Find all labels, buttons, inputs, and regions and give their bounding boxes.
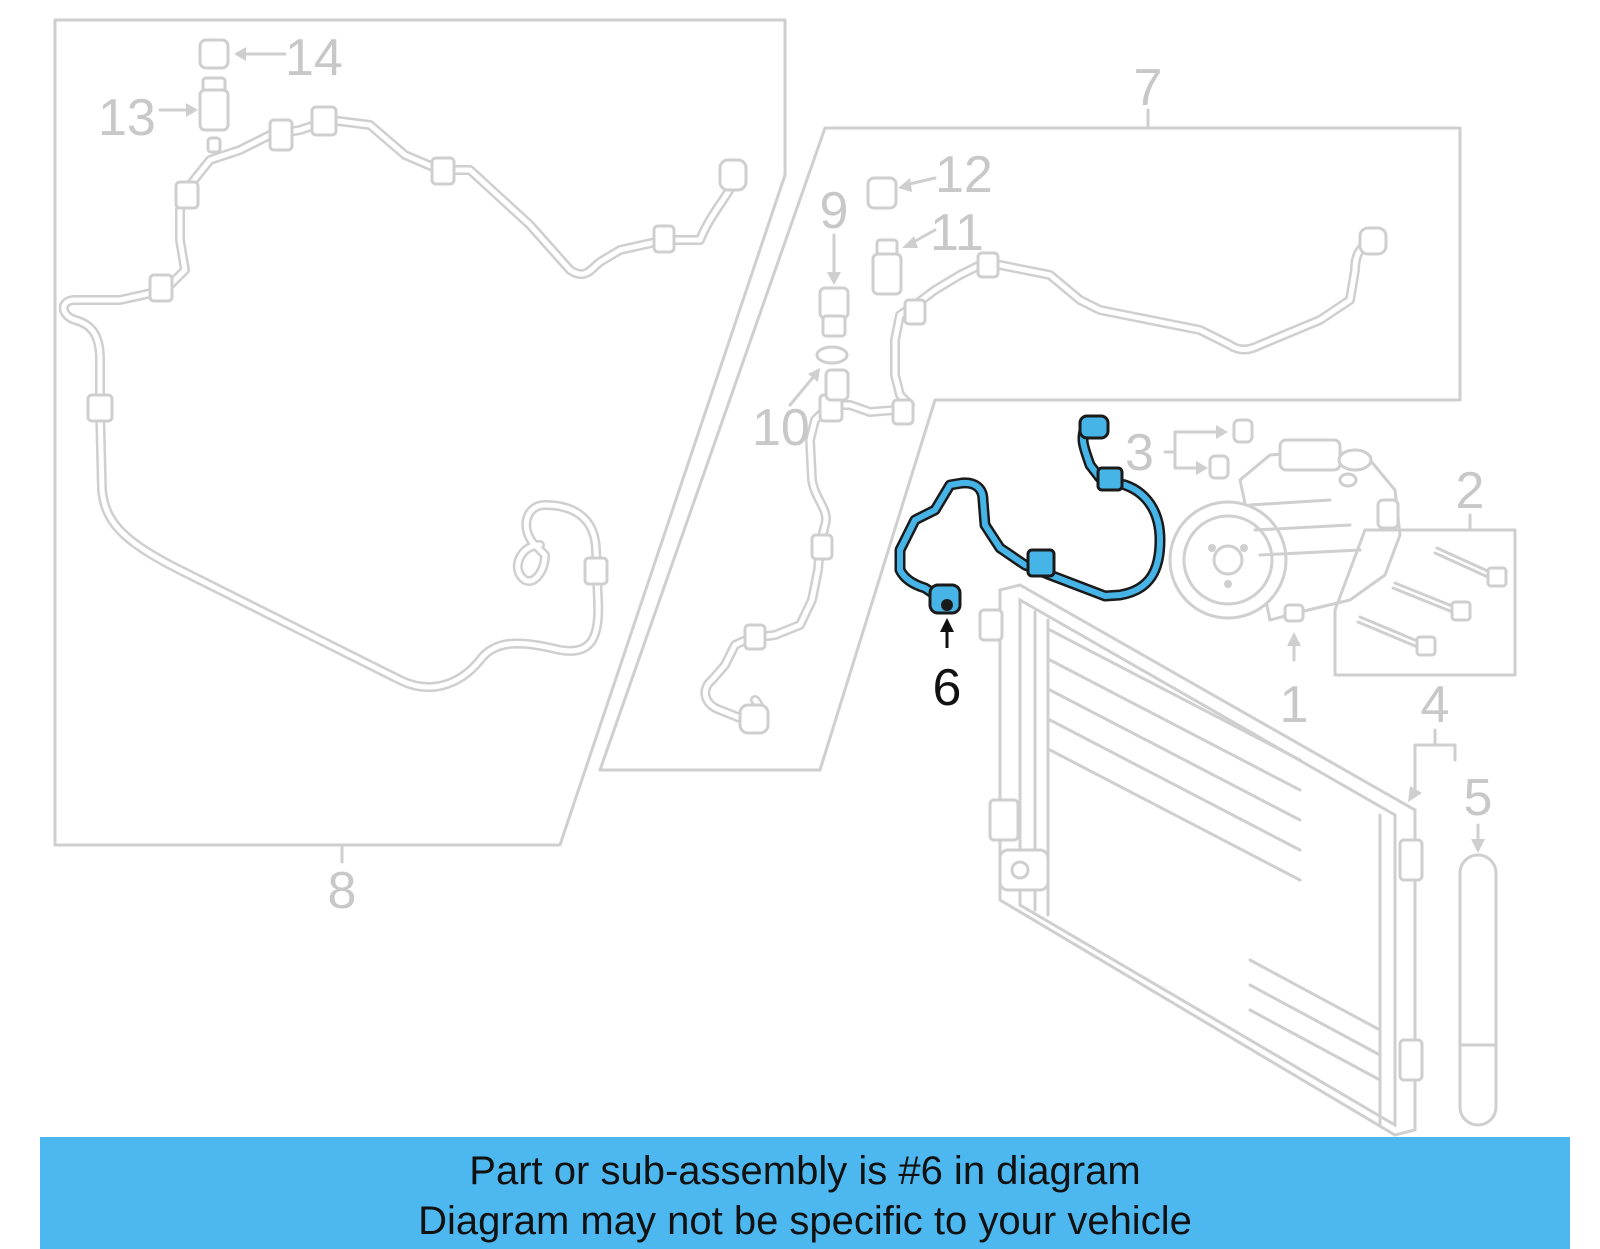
part-11-sensor: 11 [871,204,984,296]
group-7-frame: 7 [598,59,1462,772]
part-1-compressor: 1 [1168,438,1402,734]
banner-line-2: Diagram may not be specific to your vehi… [418,1199,1192,1243]
callout-1[interactable]: 1 [1280,676,1309,734]
callout-11[interactable]: 11 [930,204,984,262]
part-9-switch: 9 [818,182,850,338]
part-2-bolts: 2 [1333,462,1517,677]
part-6-port [941,599,953,611]
callout-6-leader: 6 [933,618,962,717]
part-4-condenser: 4 [978,583,1457,1137]
part-3-caps: 3 [1125,418,1254,482]
callout-7[interactable]: 7 [1134,59,1163,117]
callout-5[interactable]: 5 [1464,769,1493,827]
part-6-crimp-upper [1096,466,1124,492]
callout-12[interactable]: 12 [935,146,993,204]
group-8-frame: 8 [53,18,787,920]
callout-13[interactable]: 13 [98,89,156,147]
part-6-crimp-lower [1026,548,1056,578]
hose-assembly-8 [58,105,748,693]
part-10-oring: 10 [752,345,849,457]
part-13-sensor: 13 [98,76,230,147]
part-6-upper-fitting [1078,414,1110,440]
callout-8[interactable]: 8 [328,862,357,920]
part-14-cap: 14 [198,29,343,87]
callout-10[interactable]: 10 [752,399,810,457]
callout-6[interactable]: 6 [933,659,962,717]
banner-line-1: Part or sub-assembly is #6 in diagram [469,1149,1141,1193]
callout-4[interactable]: 4 [1421,676,1450,734]
callout-14[interactable]: 14 [285,29,343,87]
tube-assembly-7 [700,226,1388,735]
callout-9[interactable]: 9 [820,182,849,240]
part-12-cap: 12 [866,146,993,210]
info-banner: Part or sub-assembly is #6 in diagram Di… [40,1137,1570,1249]
callout-2[interactable]: 2 [1456,462,1485,520]
part-5-drier: 5 [1458,769,1498,1127]
part-6-hose-highlighted[interactable] [894,414,1166,615]
callout-3[interactable]: 3 [1125,424,1154,482]
